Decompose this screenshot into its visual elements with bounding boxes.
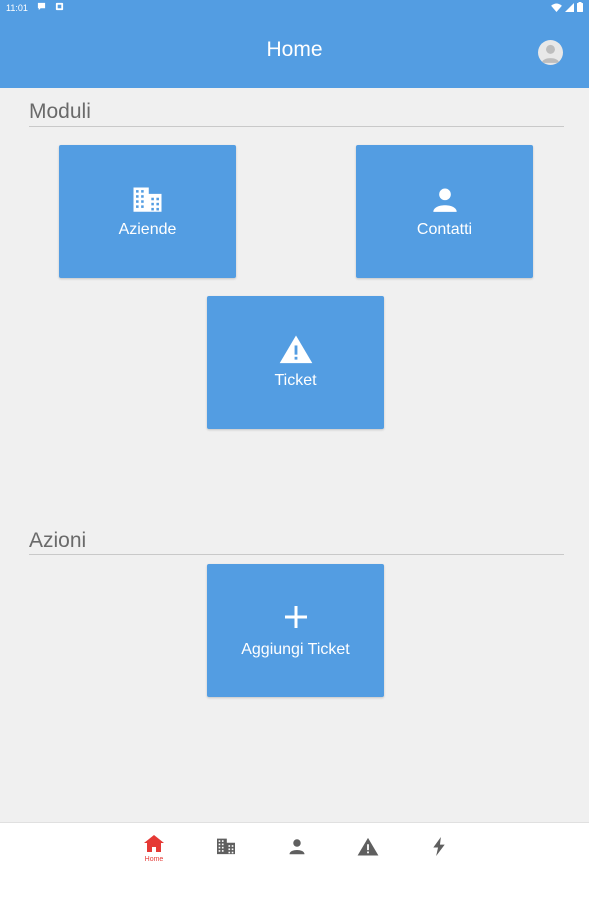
battery-icon — [577, 2, 583, 12]
plus-icon — [284, 606, 307, 628]
account-circle-icon — [541, 44, 560, 63]
section-divider — [29, 126, 564, 127]
app-notification-icon — [55, 2, 64, 11]
warning-icon — [279, 335, 312, 364]
nav-item-contatti[interactable] — [282, 837, 312, 867]
tile-label: Ticket — [274, 372, 317, 389]
section-title-azioni: Azioni — [29, 529, 87, 552]
nav-item-ticket[interactable] — [353, 837, 383, 867]
person-icon — [432, 188, 457, 212]
section-title-moduli: Moduli — [29, 100, 91, 123]
tile-label: Aziende — [118, 221, 177, 238]
status-icons — [551, 2, 583, 12]
tile-label: Contatti — [416, 221, 473, 238]
warning-icon — [357, 837, 379, 856]
tile-label: Aggiungi Ticket — [241, 641, 350, 658]
building-icon — [217, 838, 235, 855]
signal-icon — [565, 2, 574, 12]
tile-aggiungi-ticket[interactable]: Aggiungi Ticket — [207, 564, 384, 697]
nav-item-azioni[interactable] — [424, 837, 454, 867]
status-time: 11:01 — [6, 3, 28, 13]
section-divider — [29, 554, 564, 555]
account-avatar[interactable] — [538, 40, 563, 65]
message-notification-icon — [37, 2, 46, 11]
tile-ticket[interactable]: Ticket — [207, 296, 384, 429]
tile-contatti[interactable]: Contatti — [356, 145, 533, 278]
home-icon — [144, 835, 164, 852]
building-icon — [133, 187, 162, 212]
person-icon — [289, 839, 305, 855]
lightning-icon — [433, 837, 445, 856]
wifi-icon — [551, 2, 562, 12]
app-bar: 11:01 Home — [0, 0, 589, 88]
nav-item-aziende[interactable] — [211, 837, 241, 867]
tile-aziende[interactable]: Aziende — [59, 145, 236, 278]
page-title: Home — [266, 38, 323, 61]
nav-label-home: Home — [144, 856, 164, 863]
status-bar: 11:01 — [0, 0, 589, 16]
bottom-navigation: Home — [0, 822, 589, 901]
nav-item-home[interactable]: Home — [139, 835, 169, 865]
